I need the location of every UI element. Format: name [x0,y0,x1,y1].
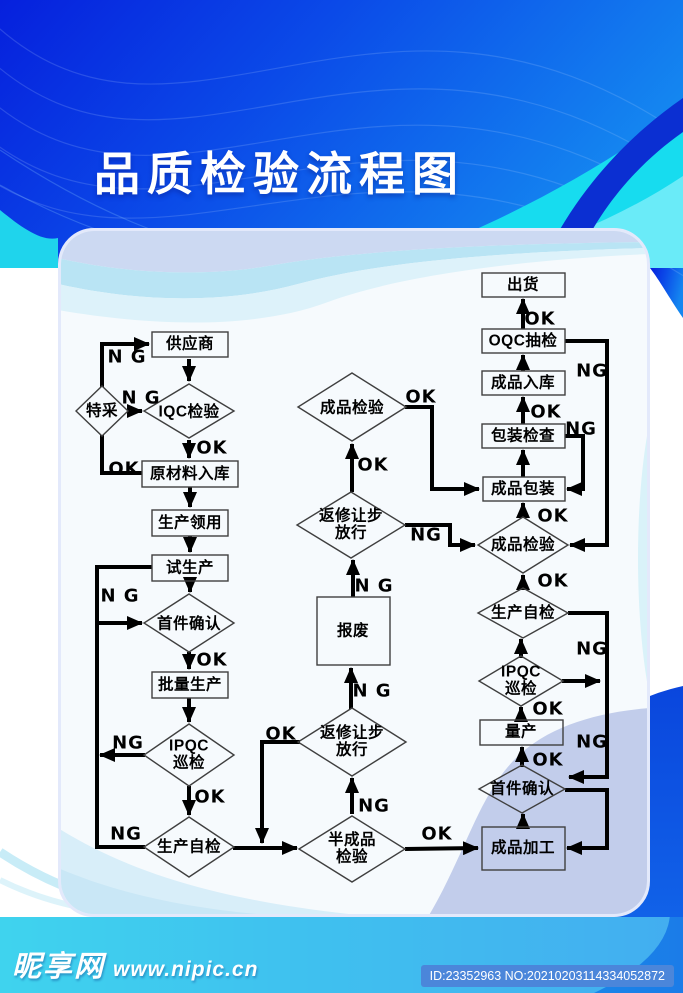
node-packaging-inspection: 包装检查 [490,427,556,445]
edge-label-ok-iqc-raw: OK [196,437,228,459]
edge-label-ok-tecai-raw: OK [108,458,140,480]
node-production-self-check-right: 生产自检 [490,604,556,622]
image-id-badge: ID:23352963 NO:20210203114334052872 [420,965,674,987]
node-finished-inspection-right: 成品检验 [490,536,556,554]
edge-label-ok-oqc-ship: OK [524,308,556,330]
node-shipment: 出货 [506,276,540,294]
node-scrap: 报废 [336,622,370,640]
edge-label-ok-self-right: OK [537,570,569,592]
node-raw-material-storage: 原材料入库 [149,465,231,483]
watermark-brand: 昵享网 [12,951,106,983]
edge-label-ok-semi-processing: OK [421,823,453,845]
poster-title: 品质检验流程图 [94,148,465,200]
node-production-requisition: 生产领用 [157,514,223,532]
edge-label-ok-ipqc-left: OK [194,786,226,808]
footer-bar: 昵享网 www.nipic.cn ID:23352963 NO:202102031… [0,917,683,993]
node-iqc-inspection: IQC检验 [158,403,220,421]
node-supplier: 供应商 [165,335,215,353]
edge-label-ok-inspect-mid: OK [405,386,437,408]
edge-label-ng-semi-rework: NG [358,795,390,817]
edge-label-ok-rework-lower: OK [265,723,297,745]
node-ipqc-patrol-right: IPQC 巡检 [501,663,541,698]
edge-label-ok-first-left: OK [196,649,228,671]
edge-label-ng-first-left: N G [100,585,140,607]
node-rework-concession-upper: 返修让步 放行 [318,507,384,542]
node-finished-packaging: 成品包装 [490,480,556,498]
node-mass-production: 量产 [504,723,538,741]
edge-label-ok-mass-ipqc: OK [532,698,564,720]
node-first-article-confirm-right: 首件确认 [489,780,555,798]
node-first-article-confirm-left: 首件确认 [156,615,222,633]
node-rework-concession-lower: 返修让步 放行 [319,724,385,759]
edge-label-ng-scrap-rework-upper: N G [354,575,394,597]
edge-label-ok-rework-upper: OK [357,454,389,476]
edge-label-ng-tecai-iqc: N G [121,387,161,409]
edge-label-ok-inspect-right: OK [537,505,569,527]
watermark: 昵享网 www.nipic.cn [12,943,258,985]
node-semi-finished-inspection: 半成品 检验 [327,831,377,866]
edge-label-ng-rework-upper-right: NG [410,524,442,546]
edge-label-ng-ipqc-left: NG [112,732,144,754]
edge-label-ng-ipqc-right: NG [576,731,608,753]
node-finished-inspection-mid: 成品检验 [319,399,385,417]
edge-label-ng-to-supplier: N G [107,346,147,368]
edge-label-ng-rework-scrap: N G [352,680,392,702]
edge-label-ng-self-right: NG [576,638,608,660]
node-finished-processing: 成品加工 [490,839,556,857]
edge-label-ng-oqc: NG [576,360,608,382]
node-ipqc-patrol-left: IPQC 巡检 [169,737,209,772]
edge-label-ok-pack-check: OK [530,401,562,423]
node-special-acceptance: 特采 [85,402,119,420]
edge-label-ng-pack-check: NG [565,418,597,440]
node-trial-production: 试生产 [165,559,215,577]
edge-label-ng-self-left: NG [110,823,142,845]
node-production-self-check-left: 生产自检 [156,838,222,856]
node-finished-storage: 成品入库 [490,374,556,392]
watermark-url: www.nipic.cn [113,958,259,981]
node-oqc-sampling: OQC抽检 [488,332,558,350]
edge-label-ok-first-right: OK [532,749,564,771]
node-batch-production: 批量生产 [157,676,223,694]
